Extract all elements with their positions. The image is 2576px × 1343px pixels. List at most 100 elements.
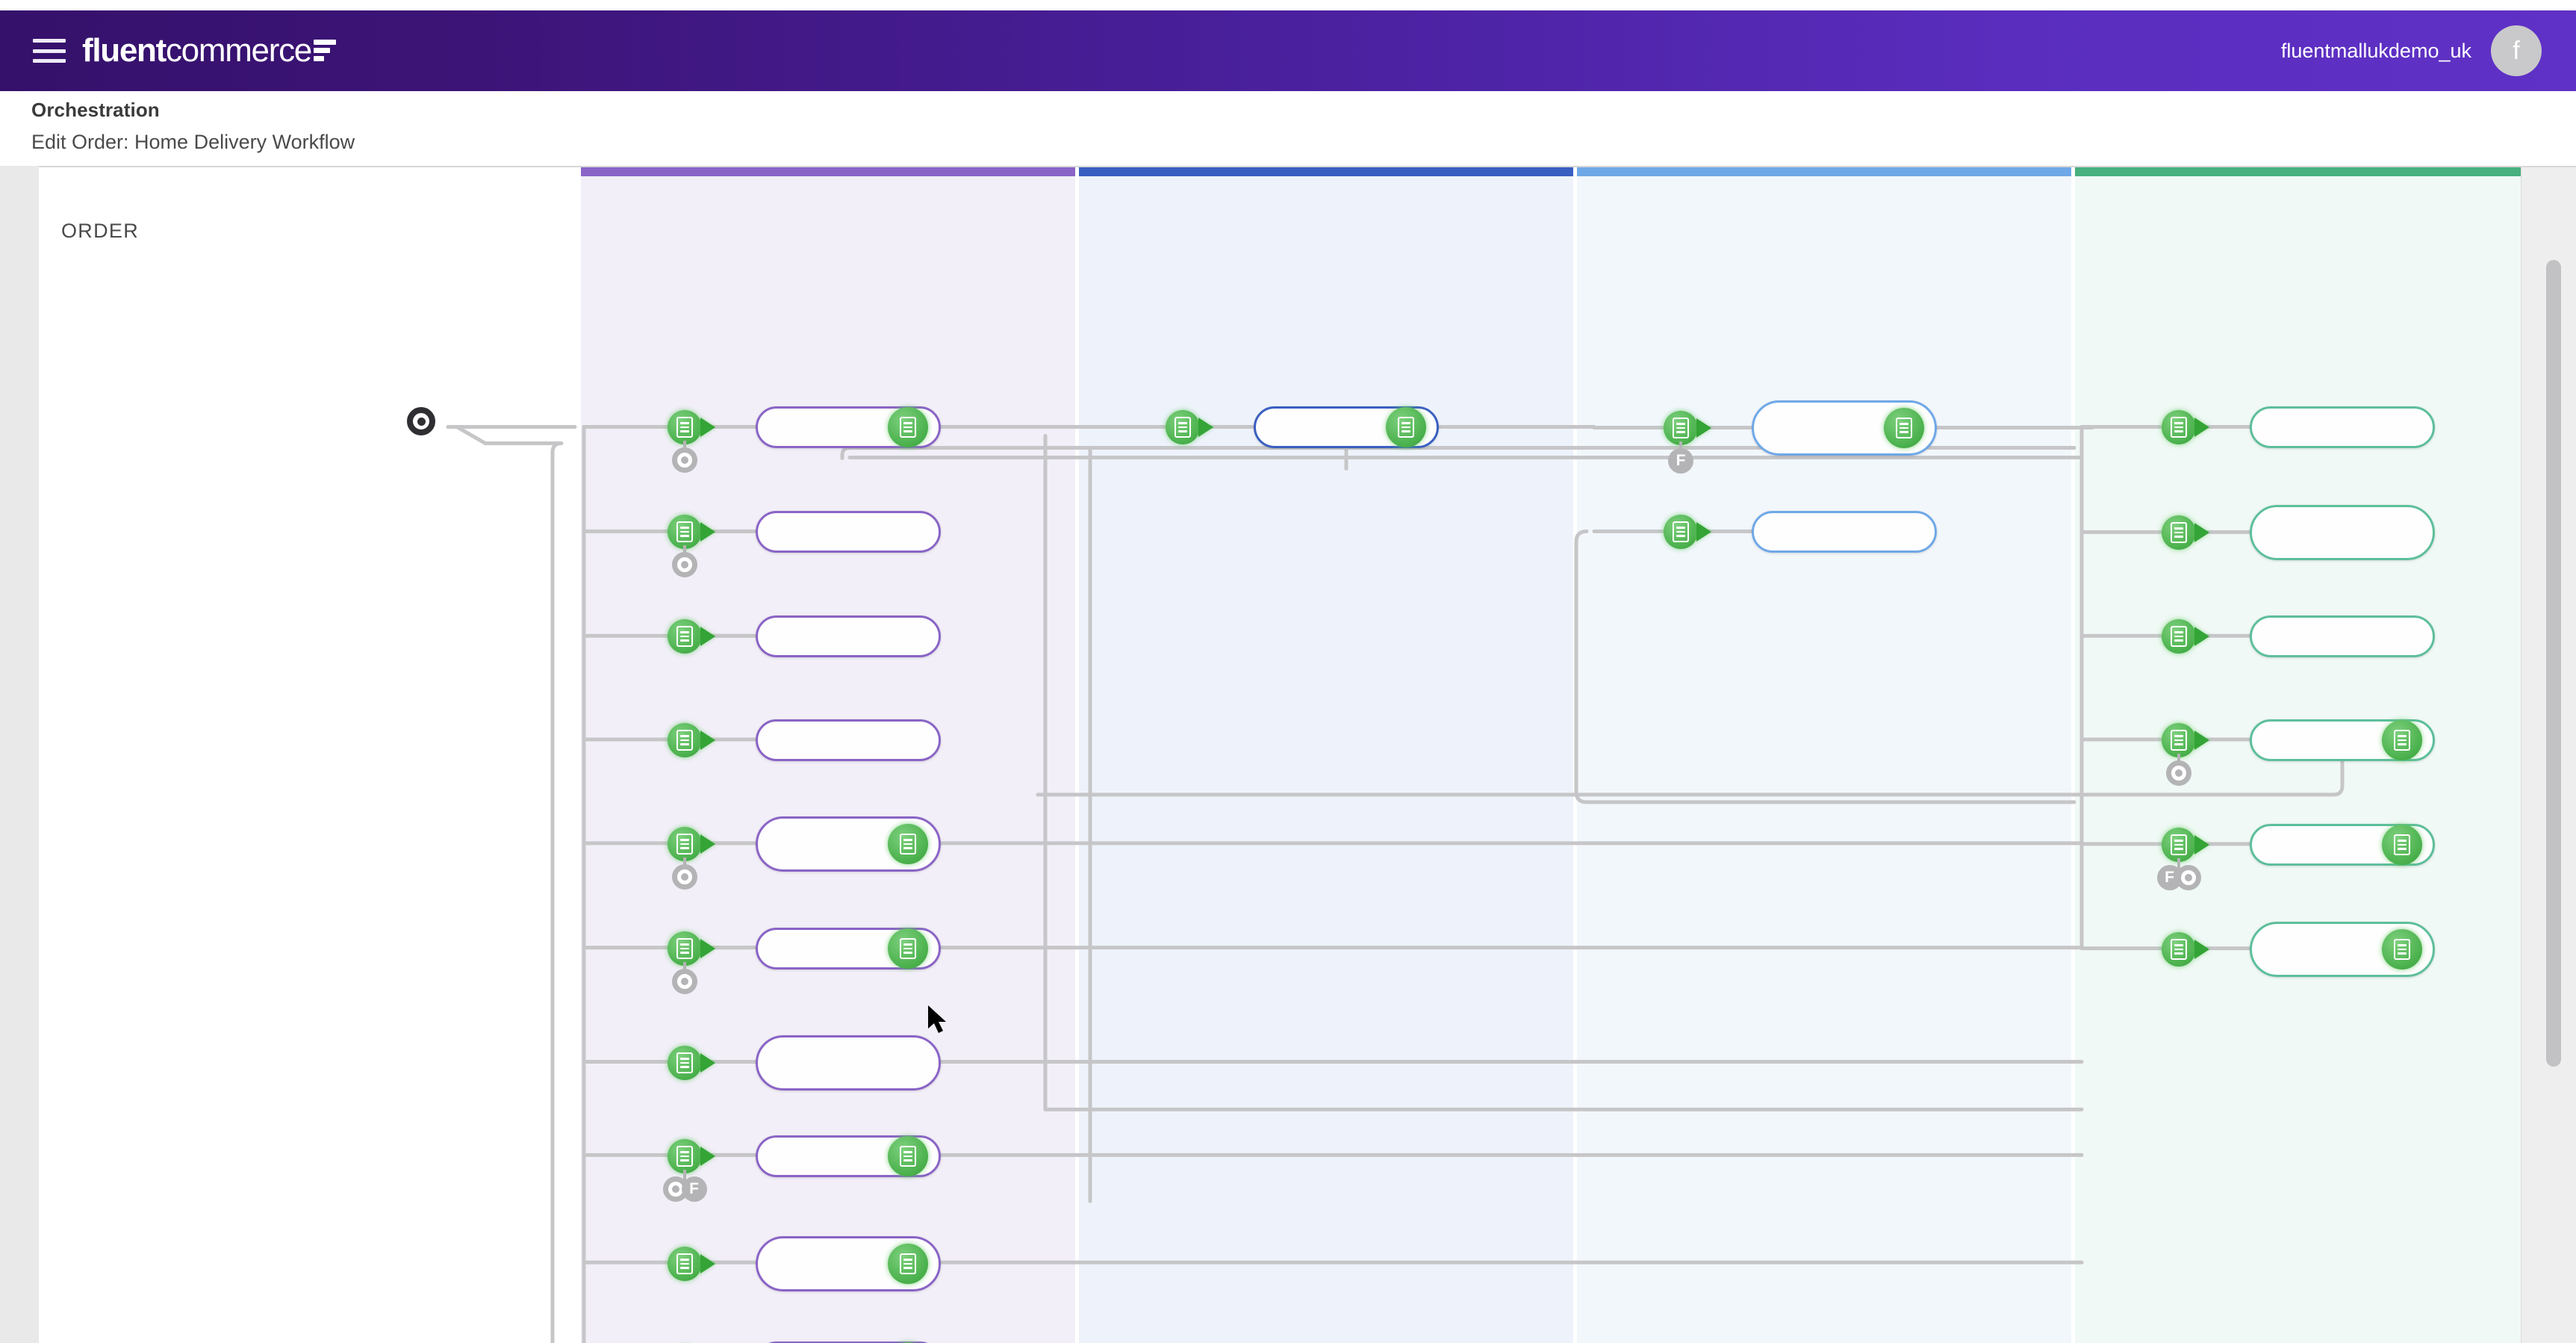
connector-error[interactable]: [2162, 619, 2209, 654]
brand-logo[interactable]: fluentcommerce: [82, 34, 336, 67]
connector-high-priority[interactable]: [1664, 515, 1711, 549]
workflow-node-high-priority[interactable]: [1752, 511, 1937, 553]
workflow-node-cancelled[interactable]: [2250, 824, 2435, 866]
document-glyph: [676, 1253, 693, 1274]
connector-arrow-icon: [700, 1053, 715, 1073]
connector-fraud-hold[interactable]: [668, 619, 715, 654]
workflow-node-fraud-escalation[interactable]: [756, 511, 941, 553]
connector-arrow-icon: [2194, 731, 2209, 750]
connector-arrow-icon: [1696, 522, 1711, 542]
connector-document-icon[interactable]: [668, 1046, 702, 1080]
swimlane-container: [39, 167, 2566, 1343]
workflow-node-remorse-period[interactable]: [756, 816, 941, 872]
node-document-icon[interactable]: [888, 407, 928, 447]
node-document-icon[interactable]: [2382, 720, 2422, 760]
marker-f-badge[interactable]: F: [681, 1176, 707, 1202]
connector-booked[interactable]: [668, 1139, 715, 1173]
document-glyph: [2171, 417, 2187, 438]
connector-document-icon[interactable]: [1664, 411, 1698, 445]
connector-backorder-hold[interactable]: [668, 1247, 715, 1281]
node-document-icon[interactable]: [1386, 407, 1426, 447]
connector-arrow-icon: [2194, 418, 2209, 437]
connector-courier-collection[interactable]: [1664, 411, 1711, 445]
connector-document-icon[interactable]: [2162, 828, 2196, 862]
connector-document-icon[interactable]: [2162, 932, 2196, 967]
connector-document-icon[interactable]: [668, 723, 702, 757]
connector-document-icon[interactable]: [668, 410, 702, 444]
document-glyph: [1896, 418, 1912, 438]
connector-fraud-rejected[interactable]: [2162, 410, 2209, 444]
connector-document-icon[interactable]: [2162, 723, 2196, 757]
marker-circle-icon[interactable]: [672, 552, 697, 577]
document-glyph: [676, 938, 693, 959]
connector-complete[interactable]: [2162, 723, 2209, 757]
connector-document-icon[interactable]: [668, 1139, 702, 1173]
breadcrumb: Orchestration: [31, 99, 160, 121]
connector-fraud-escalation[interactable]: [668, 515, 715, 549]
swimlane-header-3: [1577, 167, 2071, 176]
workflow-node-flag-fraud[interactable]: [756, 719, 941, 761]
workflow-node-return-complete[interactable]: [2250, 922, 2435, 977]
connector-document-icon[interactable]: [668, 1247, 702, 1281]
workflow-node-courier-collection[interactable]: [1752, 400, 1937, 456]
node-document-icon[interactable]: [888, 824, 928, 864]
workflow-node-error[interactable]: [2250, 615, 2435, 657]
workflow-start-node[interactable]: [407, 407, 435, 435]
connector-cancelled[interactable]: [2162, 828, 2209, 862]
connector-wait-consolidation[interactable]: [668, 1046, 715, 1080]
workflow-node-fraud-review[interactable]: [756, 406, 941, 448]
workflow-node-wait-consolidation[interactable]: [756, 1035, 941, 1091]
marker-circle-icon[interactable]: [672, 447, 697, 473]
node-document-icon[interactable]: [888, 1136, 928, 1176]
connector-document-icon[interactable]: [1166, 410, 1200, 444]
marker-letter: F: [681, 1176, 707, 1202]
node-document-icon[interactable]: [2382, 825, 2422, 865]
workflow-node-backorder-hold[interactable]: [756, 1236, 941, 1291]
node-document-icon[interactable]: [2382, 929, 2422, 970]
document-glyph: [2171, 522, 2187, 543]
connector-flag-fraud[interactable]: [668, 723, 715, 757]
connector-document-icon[interactable]: [668, 515, 702, 549]
connector-arrow-icon: [700, 1147, 715, 1166]
connector-document-icon[interactable]: [2162, 515, 2196, 550]
document-glyph: [676, 834, 693, 855]
workflow-node-fraud-rejected[interactable]: [2250, 406, 2435, 448]
workflow-node-already-consolidated[interactable]: [2250, 505, 2435, 560]
node-document-icon[interactable]: [1884, 408, 1924, 448]
node-document-icon[interactable]: [888, 928, 928, 969]
connector-assessment[interactable]: [668, 931, 715, 966]
hamburger-menu-icon[interactable]: [33, 39, 66, 63]
canvas-left-gutter: [0, 166, 39, 1343]
connector-return-complete[interactable]: [2162, 932, 2209, 967]
vertical-scrollbar[interactable]: [2521, 167, 2576, 1343]
marker-circle-icon[interactable]: [672, 969, 697, 994]
workflow-node-pick-pack[interactable]: [1254, 406, 1439, 448]
connector-wires: [446, 425, 2345, 1343]
avatar[interactable]: f: [2491, 25, 2542, 76]
connector-remorse-period[interactable]: [668, 827, 715, 861]
connector-document-icon[interactable]: [668, 619, 702, 654]
node-document-icon[interactable]: [888, 1244, 928, 1284]
connector-pick-pack[interactable]: [1166, 410, 1213, 444]
connector-document-icon[interactable]: [668, 827, 702, 861]
connector-fraud-review[interactable]: [668, 410, 715, 444]
workflow-node-assessment[interactable]: [756, 928, 941, 970]
marker-circle-icon[interactable]: [2166, 760, 2191, 786]
marker-circle-icon[interactable]: [672, 864, 697, 890]
connector-document-icon[interactable]: [2162, 410, 2196, 444]
marker-circle-icon[interactable]: [2175, 865, 2201, 890]
connector-document-icon[interactable]: [1664, 515, 1698, 549]
connector-document-icon[interactable]: [2162, 619, 2196, 654]
document-glyph: [900, 834, 916, 855]
marker-f-badge[interactable]: F: [1668, 448, 1693, 474]
connector-document-icon[interactable]: [668, 931, 702, 966]
workflow-node-complete[interactable]: [2250, 719, 2435, 761]
connector-already-consolidated[interactable]: [2162, 515, 2209, 550]
workflow-node-fraud-hold[interactable]: [756, 615, 941, 657]
swimlane-body-2: [1079, 176, 1573, 1343]
workflow-node-booked[interactable]: [756, 1135, 941, 1177]
scrollbar-thumb[interactable]: [2546, 260, 2561, 1067]
